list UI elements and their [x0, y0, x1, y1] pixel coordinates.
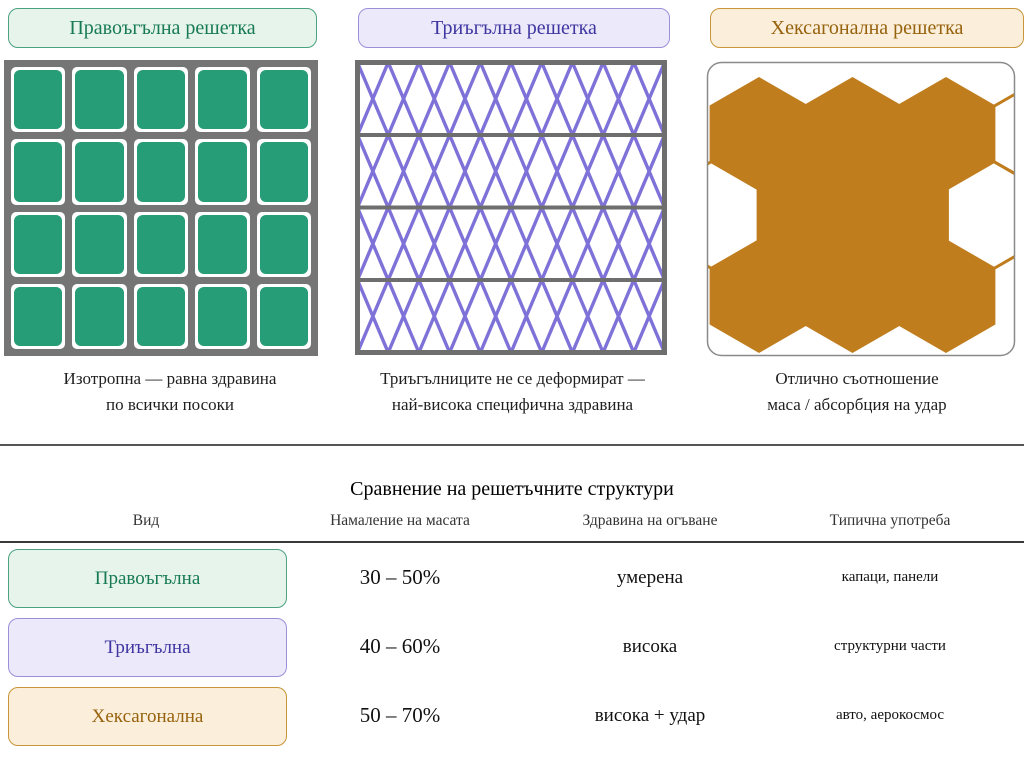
caption-rectangular: Изотропна — равна здравина по всички пос… [0, 366, 340, 418]
grid-cell [256, 211, 311, 277]
table-header-type: Вид [132, 512, 160, 529]
caption-hexagonal: Отлично съотношение маса / абсорбция на … [690, 366, 1024, 418]
table-title: Сравнение на решетъчните структури [350, 478, 674, 500]
grid-cell [133, 67, 189, 133]
grid-cell [133, 211, 189, 277]
grid-cell [256, 139, 311, 205]
section-divider [0, 444, 1024, 446]
row-strength-value: висока [622, 635, 678, 657]
grid-cell [195, 283, 250, 349]
rectangular-lattice-diagram [4, 60, 318, 356]
triangular-lattice-diagram [355, 60, 667, 355]
grid-cell [195, 211, 250, 277]
row-use-value: капаци, панели [841, 569, 939, 585]
grid-cell [72, 67, 127, 133]
table-header-mass: Намаление на масата [330, 512, 470, 529]
grid-cell [11, 283, 66, 349]
caption-hexagonal-line2: маса / абсорбция на удар [767, 395, 947, 414]
badge-triangular-lattice: Триъгълна решетка [358, 8, 670, 48]
row-use-value: авто, аерокосмос [835, 707, 945, 723]
caption-triangular-line2: най-висока специфична здравина [391, 395, 634, 414]
grid-cell [256, 283, 311, 349]
caption-rectangular-line1: Изотропна — равна здравина [63, 369, 277, 388]
grid-cell [195, 139, 250, 205]
table-header-strength: Здравина на огъване [582, 512, 718, 529]
row-mass-value: 40 – 60% [359, 634, 441, 658]
caption-hexagonal-line1: Отлично съотношение [775, 369, 939, 388]
grid-cell [256, 67, 311, 133]
grid-cell [133, 283, 189, 349]
hexagonal-lattice-diagram [706, 61, 1016, 357]
row-type-badge-hexagonal: Хексагонална [8, 687, 287, 746]
row-type-badge-triangular: Триъгълна [8, 618, 287, 677]
badge-hexagonal-lattice: Хексагонална решетка [710, 8, 1024, 48]
badge-rectangular-lattice: Правоъгълна решетка [8, 8, 317, 48]
row-use-value: структурни части [834, 638, 946, 654]
grid-cell [195, 67, 250, 133]
header-underline [0, 541, 1024, 543]
grid-cell [11, 67, 66, 133]
row-mass-value: 50 – 70% [359, 703, 441, 727]
row-strength-value: умерена [616, 566, 684, 588]
row-type-badge-rectangular: Правоъгълна [8, 549, 287, 608]
caption-triangular-line1: Триъгълниците не се деформират — [380, 369, 645, 388]
grid-cell [72, 283, 127, 349]
grid-cell [11, 139, 66, 205]
grid-cell [72, 211, 127, 277]
caption-rectangular-line2: по всички посоки [106, 395, 234, 414]
caption-triangular: Триъгълниците не се деформират — най-вис… [340, 366, 685, 418]
grid-cell [72, 139, 127, 205]
row-mass-value: 30 – 50% [359, 565, 441, 589]
row-strength-value: висока + удар [594, 704, 706, 726]
table-header-use: Типична употреба [829, 512, 951, 529]
grid-cell [11, 211, 66, 277]
grid-cell [133, 139, 189, 205]
